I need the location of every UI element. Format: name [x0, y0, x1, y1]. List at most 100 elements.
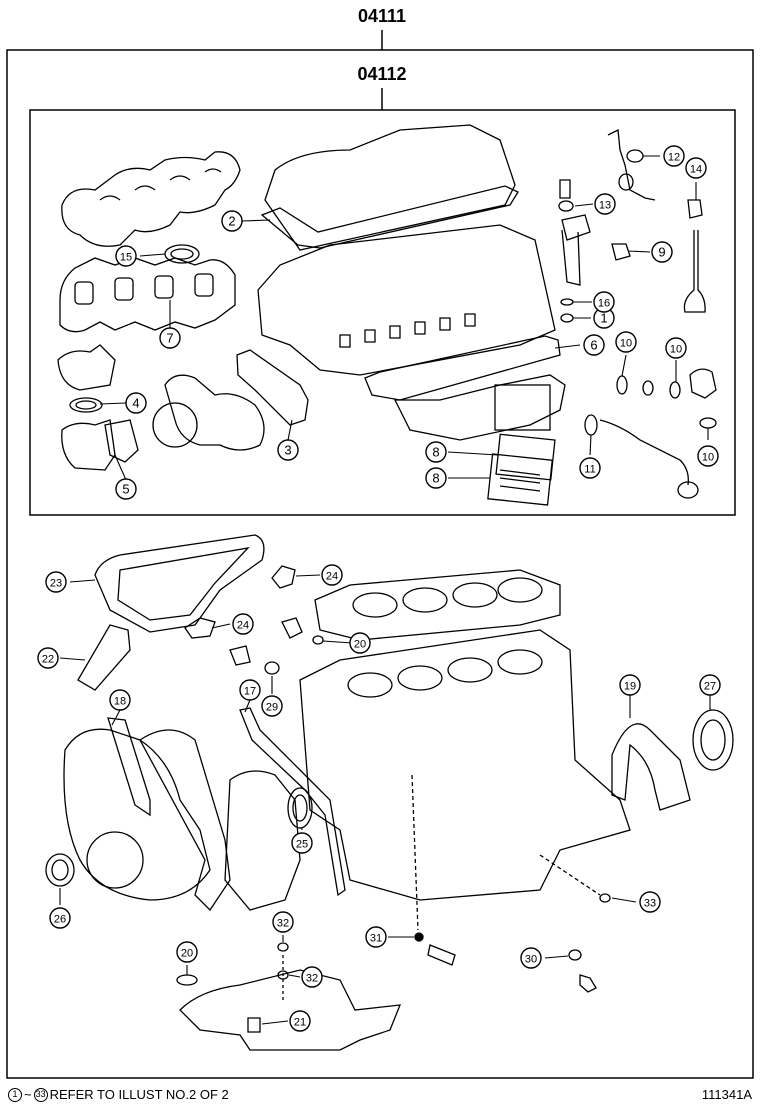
callout-number: 20	[181, 948, 193, 960]
callout-c10b: 10	[665, 337, 687, 359]
callout-number: 18	[114, 696, 126, 708]
callout-number: 5	[122, 482, 129, 497]
callout-circle	[272, 911, 294, 933]
callout-c9: 9	[651, 241, 673, 263]
callout-circle	[520, 947, 542, 969]
callout-c3: 3	[277, 439, 299, 461]
outer-frame	[6, 49, 754, 1079]
callout-c8b: 8	[425, 467, 447, 489]
callout-number: 20	[354, 639, 366, 651]
callout-c25: 25	[291, 832, 313, 854]
callout-circle	[321, 564, 343, 586]
callout-circle	[159, 327, 181, 349]
callout-circle	[239, 679, 261, 701]
callout-c15: 15	[115, 245, 137, 267]
callout-number: 3	[284, 443, 291, 458]
callout-number: 26	[54, 914, 66, 926]
callout-circle	[615, 331, 637, 353]
callout-c32b: 32	[301, 966, 323, 988]
callout-number: 15	[120, 252, 132, 264]
callout-number: 1	[600, 311, 607, 326]
callout-circle	[176, 941, 198, 963]
callout-circle	[291, 832, 313, 854]
callout-number: 30	[525, 954, 537, 966]
callout-c13: 13	[594, 193, 616, 215]
callout-number: 17	[244, 686, 256, 698]
callout-c6: 6	[583, 334, 605, 356]
callout-circle	[594, 193, 616, 215]
callout-circle	[221, 210, 243, 232]
callout-circle	[109, 689, 131, 711]
callout-circle	[685, 157, 707, 179]
callout-number: 25	[296, 839, 308, 851]
callout-circle	[619, 674, 641, 696]
footer-note: 1 ~ 33 REFER TO ILLUST NO.2 OF 2	[8, 1087, 229, 1102]
callout-c20a: 20	[349, 632, 371, 654]
callout-c29: 29	[261, 695, 283, 717]
callout-c24b: 24	[232, 613, 254, 635]
callout-circle	[349, 632, 371, 654]
callout-circle	[651, 241, 673, 263]
range-end-circle: 33	[33, 1087, 48, 1102]
refer-text: REFER TO ILLUST NO.2 OF 2	[49, 1087, 229, 1102]
callout-circle	[365, 926, 387, 948]
callout-number: 4	[132, 396, 139, 411]
callout-c21: 21	[289, 1010, 311, 1032]
callout-number: 22	[42, 654, 54, 666]
callout-number: 27	[704, 681, 716, 693]
callout-c5: 5	[115, 478, 137, 500]
range-tilde: ~	[24, 1087, 32, 1102]
callout-circle	[425, 441, 447, 463]
callout-c10a: 10	[615, 331, 637, 353]
callout-c14: 14	[685, 157, 707, 179]
callout-circle	[49, 907, 71, 929]
callout-number: 7	[166, 331, 173, 346]
callout-c26: 26	[49, 907, 71, 929]
callout-number: 8	[432, 471, 439, 486]
callout-c32a: 32	[272, 911, 294, 933]
kit-code: 04111	[358, 6, 406, 26]
callout-c4: 4	[125, 392, 147, 414]
callout-c30: 30	[520, 947, 542, 969]
callout-number: 10	[702, 452, 714, 464]
callout-circle	[37, 647, 59, 669]
callout-number: 21	[294, 1017, 306, 1029]
callout-circle	[697, 445, 719, 467]
callout-number: 2	[228, 214, 235, 229]
callout-circle	[639, 891, 661, 913]
callout-number: 32	[277, 918, 289, 930]
callout-number: 33	[644, 898, 656, 910]
callout-circle	[665, 337, 687, 359]
callout-number: 11	[584, 464, 595, 476]
callout-c19: 19	[619, 674, 641, 696]
callout-number: 9	[658, 245, 665, 260]
callout-number: 24	[326, 571, 338, 583]
callout-number: 29	[266, 702, 278, 714]
subkit-code: 04112	[357, 64, 406, 84]
callout-c2: 2	[221, 210, 243, 232]
range-start-circle: 1	[8, 1087, 22, 1102]
callout-c27: 27	[699, 674, 721, 696]
callout-number: 10	[670, 344, 682, 356]
callout-circle	[583, 334, 605, 356]
callout-circle	[277, 439, 299, 461]
callout-circle	[289, 1010, 311, 1032]
callout-number: 31	[370, 933, 382, 945]
callout-c23: 23	[45, 571, 67, 593]
callout-circle	[699, 674, 721, 696]
callout-number: 32	[306, 973, 318, 985]
lower-parts-art	[45, 534, 734, 1051]
callout-c31: 31	[365, 926, 387, 948]
callout-circle	[593, 291, 615, 313]
callout-circle	[261, 695, 283, 717]
callout-c7: 7	[159, 327, 181, 349]
callout-number: 12	[668, 152, 680, 164]
callout-circle	[579, 457, 601, 479]
callout-circle	[115, 245, 137, 267]
callout-number: 6	[590, 338, 597, 353]
upper-parts-art	[57, 124, 717, 506]
callout-number: 13	[599, 200, 611, 212]
callout-circle	[45, 571, 67, 593]
